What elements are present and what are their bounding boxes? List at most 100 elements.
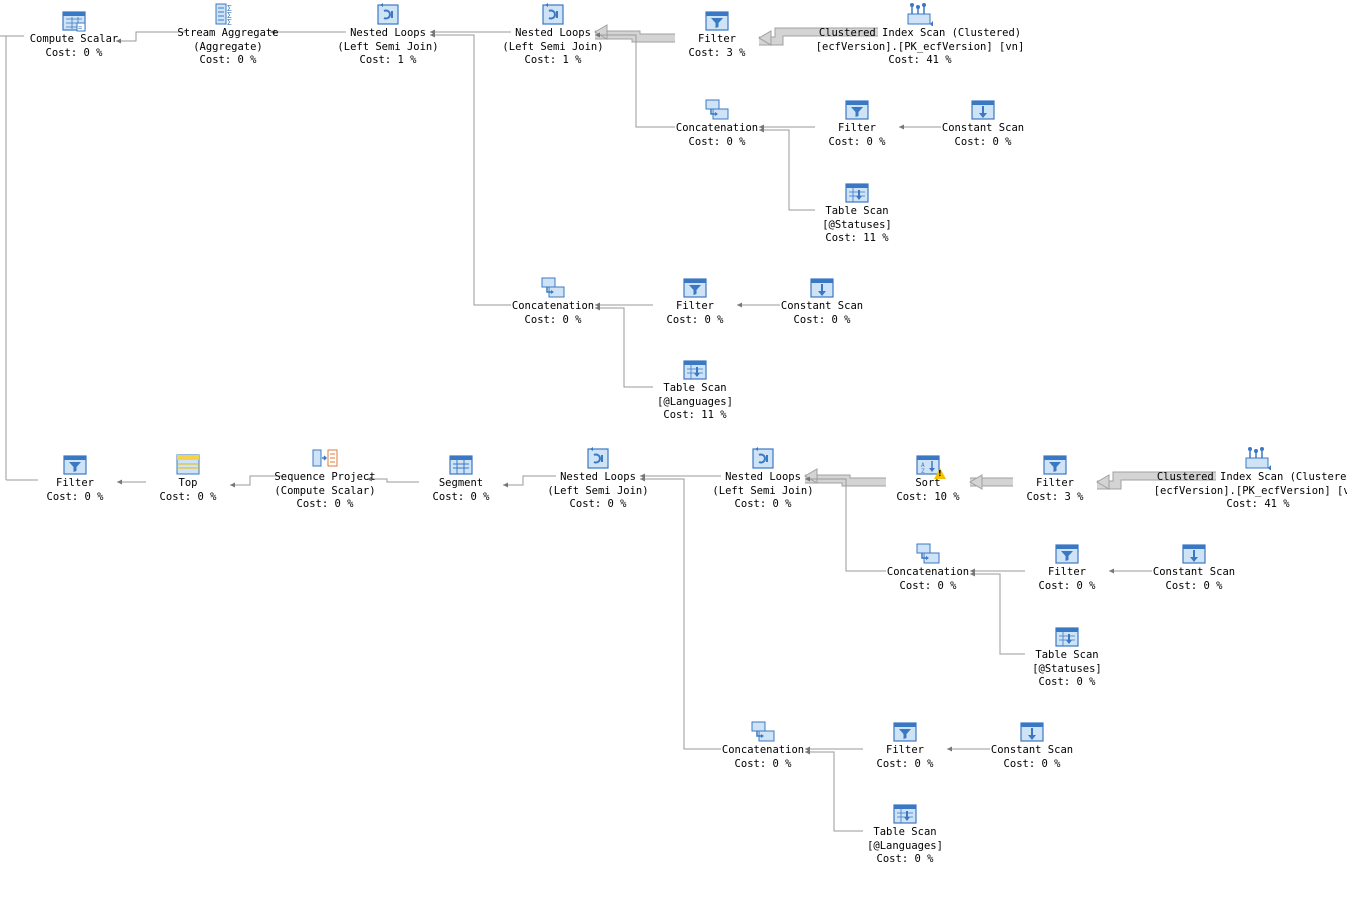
operator-cost: Cost: 0 % — [793, 313, 851, 326]
operator-name-line: Constant Scan — [990, 744, 1074, 756]
operator-cost: Cost: 0 % — [1038, 676, 1096, 688]
constant-scan-icon — [1018, 719, 1046, 743]
edge-arrowhead — [970, 571, 975, 577]
operator-cost: Cost: 3 % — [1026, 490, 1084, 503]
edge-arrowhead — [805, 476, 810, 482]
operator-name-line: Constant Scan — [1152, 566, 1236, 578]
edge-line — [970, 573, 1025, 655]
operator-cost: Cost: 41 % — [888, 54, 952, 66]
operator-name-line: Concatenation — [721, 744, 805, 756]
plan-operator-nested-loops[interactable]: Nested Loops(Left Semi Join)Cost: 1 % — [463, 2, 643, 68]
operator-cost: Cost: 0 % — [1003, 757, 1061, 770]
operator-name-line: Clustered Index Scan (Clustered) — [818, 27, 1022, 39]
edge-arrowhead — [805, 749, 810, 755]
plan-operator-clustered-index-scan[interactable]: Clustered Index Scan (Clustered)[ecfVers… — [816, 2, 1024, 68]
filter-icon — [843, 97, 871, 121]
operator-label: Table Scan[@Statuses]Cost: 11 % — [822, 205, 892, 246]
clustered-index-scan-icon — [1244, 446, 1272, 470]
operator-name-line: (Left Semi Join) — [337, 40, 439, 53]
operator-name-line: Sequence Project — [274, 471, 376, 483]
edge-line — [805, 478, 886, 572]
operator-name-line: [ecfVersion].[PK_ecfVersion] [vn] — [815, 40, 1025, 53]
operator-cost: Cost: 0 % — [688, 135, 746, 148]
operator-cost: Cost: 10 % — [896, 490, 960, 503]
filter-icon — [703, 8, 731, 32]
plan-operator-table-scan[interactable]: Table Scan[@Languages]Cost: 11 % — [605, 357, 785, 423]
warning-icon — [934, 468, 946, 479]
plan-operator-nested-loops[interactable]: Nested Loops(Left Semi Join)Cost: 1 % — [298, 2, 478, 68]
sequence-project-icon — [311, 446, 339, 470]
edge-arrowhead — [899, 124, 904, 130]
operator-name-line: (Left Semi Join) — [712, 484, 814, 497]
edge-arrowhead — [1109, 568, 1114, 574]
operator-cost: Cost: 0 % — [296, 498, 354, 510]
plan-operator-nested-loops[interactable]: Nested Loops(Left Semi Join)Cost: 0 % — [673, 446, 853, 512]
plan-operator-sequence-project[interactable]: Sequence Project(Compute Scalar)Cost: 0 … — [235, 446, 415, 512]
constant-scan-icon — [969, 97, 997, 121]
edge-arrowhead — [595, 32, 600, 38]
operator-name-line: [@Languages] — [657, 395, 733, 408]
operator-name-line: Constant Scan — [941, 122, 1025, 134]
edge-arrowhead — [503, 482, 508, 488]
svg-text:Z: Z — [921, 468, 925, 475]
plan-operator-table-scan[interactable]: Table Scan[@Languages]Cost: 0 % — [815, 801, 995, 867]
plan-operator-table-scan[interactable]: Table Scan[@Statuses]Cost: 11 % — [767, 180, 947, 246]
concatenation-icon — [539, 275, 567, 299]
plan-operator-sort[interactable]: AZSortCost: 10 % — [838, 452, 1018, 504]
nested-loops-icon — [584, 446, 612, 470]
operator-name-line: Concatenation — [886, 566, 970, 578]
operator-name-line: Table Scan — [873, 826, 937, 838]
top-icon — [174, 452, 202, 476]
operator-cost: Cost: 0 % — [199, 54, 257, 66]
nested-loops-icon — [539, 2, 567, 26]
plan-operator-table-scan[interactable]: Table Scan[@Statuses]Cost: 0 % — [977, 624, 1157, 690]
table-scan-icon — [1053, 624, 1081, 648]
operator-name-line: Clustered Index Scan (Clustered) — [1156, 471, 1347, 483]
operator-cost: Cost: 0 % — [45, 46, 103, 59]
operator-label: Nested Loops(Left Semi Join)Cost: 0 % — [547, 471, 648, 512]
filter-icon — [1053, 541, 1081, 565]
operator-cost: Cost: 0 % — [1038, 579, 1096, 592]
compute-scalar-icon: = — [60, 8, 88, 32]
nested-loops-icon — [749, 446, 777, 470]
operator-name-line: Filter — [1036, 477, 1074, 489]
operator-label: Nested Loops(Left Semi Join)Cost: 1 % — [337, 27, 438, 68]
operator-label: Nested Loops(Left Semi Join)Cost: 0 % — [712, 471, 813, 512]
plan-operator-nested-loops[interactable]: Nested Loops(Left Semi Join)Cost: 0 % — [508, 446, 688, 512]
plan-operator-clustered-index-scan[interactable]: Clustered Index Scan (Clustered)[ecfVers… — [1154, 446, 1347, 512]
operator-cost: Cost: 0 % — [524, 313, 582, 326]
edge-line — [805, 751, 863, 832]
edge-arrowhead — [758, 30, 772, 46]
table-scan-icon — [843, 180, 871, 204]
table-scan-icon — [681, 357, 709, 381]
operator-name-line: Constant Scan — [780, 300, 864, 312]
